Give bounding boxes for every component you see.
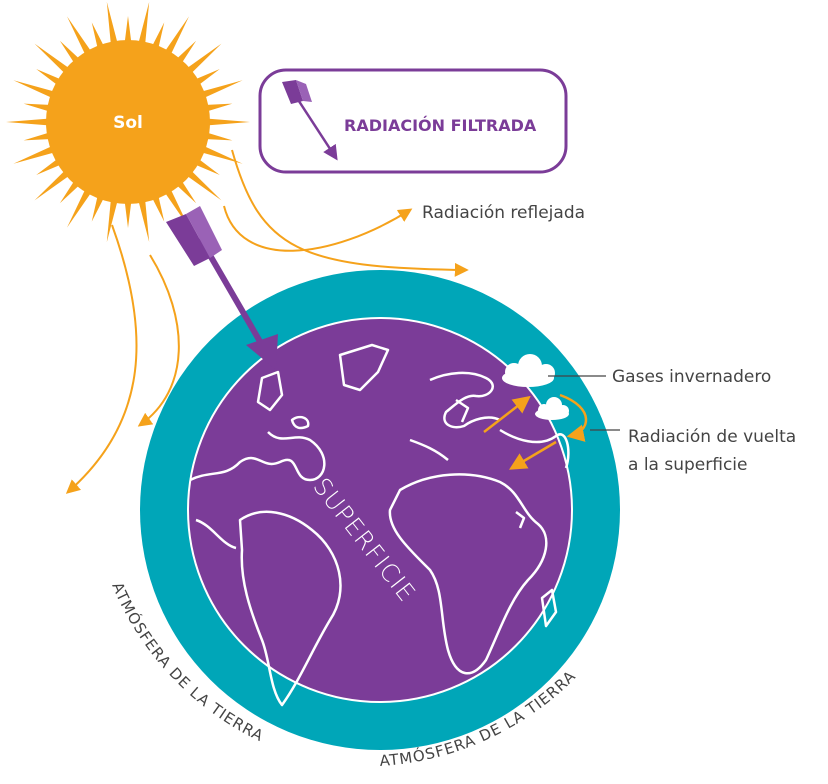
filtered-radiation-arrow xyxy=(166,206,278,370)
sun-ray xyxy=(185,169,222,201)
sun-ray xyxy=(124,16,132,45)
sun-ray xyxy=(204,132,233,141)
sun-ray xyxy=(200,80,243,99)
sun-ray xyxy=(124,199,132,228)
sun-ray xyxy=(91,194,105,222)
sun-ray xyxy=(138,1,150,46)
sun-ray xyxy=(34,43,71,75)
sun-ray xyxy=(175,179,197,204)
sun-ray xyxy=(36,69,63,87)
sun-ray xyxy=(106,1,118,46)
sun-ray xyxy=(163,16,189,57)
sun-ray xyxy=(106,198,118,243)
sun-ray xyxy=(67,16,93,57)
earth: SUPERFICIE ATMÓSFERA DE LA TIERRA ATMÓSF… xyxy=(108,270,620,770)
sun-ray xyxy=(13,145,56,164)
sun-ray xyxy=(200,145,243,164)
sun-ray xyxy=(91,22,105,50)
reflected-radiation-label: Radiación reflejada xyxy=(422,203,585,223)
sun-ray xyxy=(23,132,52,141)
sun-ray xyxy=(13,80,56,99)
sun-ray xyxy=(193,157,220,175)
sun-ray xyxy=(151,22,165,50)
sun-ray xyxy=(138,198,150,243)
sun-ray xyxy=(205,118,250,126)
return-arrow-up xyxy=(483,395,531,433)
filtered-radiation-arrow-icon xyxy=(282,80,338,161)
sun-ray xyxy=(6,118,51,126)
legend-box: RADIACIÓN FILTRADA xyxy=(258,68,568,174)
return-arrow-down xyxy=(508,440,557,470)
sun-disc xyxy=(46,40,210,204)
sun: Sol xyxy=(6,1,250,243)
greenhouse-gases-label: Gases invernadero xyxy=(612,367,771,387)
sun-ray xyxy=(67,187,93,228)
continent-outlines xyxy=(189,343,570,707)
return-arrow-curve xyxy=(559,393,588,442)
cloud-icon xyxy=(535,397,569,420)
reflected-arrow xyxy=(65,224,138,494)
reflected-arrow xyxy=(223,205,413,252)
sun-ray xyxy=(59,40,81,65)
return-radiation-label-line2: a la superficie xyxy=(628,455,747,475)
cloud-icon xyxy=(502,354,555,387)
sun-ray xyxy=(34,169,71,201)
sun-ray xyxy=(175,40,197,65)
sun-label: Sol xyxy=(113,113,143,133)
sun-ray xyxy=(36,157,63,175)
greenhouse-clouds xyxy=(502,354,569,420)
earth-surface xyxy=(187,317,573,703)
sun-ray xyxy=(59,179,81,204)
return-radiation-label-line1: Radiación de vuelta xyxy=(628,427,796,447)
sun-ray xyxy=(151,194,165,222)
reflected-arrow xyxy=(231,149,469,277)
sun-ray xyxy=(23,103,52,112)
sun-rays xyxy=(6,1,250,243)
sun-ray xyxy=(185,43,222,75)
return-radiation-arrows xyxy=(483,393,588,470)
sun-ray xyxy=(204,103,233,112)
legend-label: RADIACIÓN FILTRADA xyxy=(344,116,537,135)
sun-ray xyxy=(193,69,220,87)
reflected-arrow xyxy=(137,254,180,427)
reflected-radiation-arrows xyxy=(65,149,469,494)
